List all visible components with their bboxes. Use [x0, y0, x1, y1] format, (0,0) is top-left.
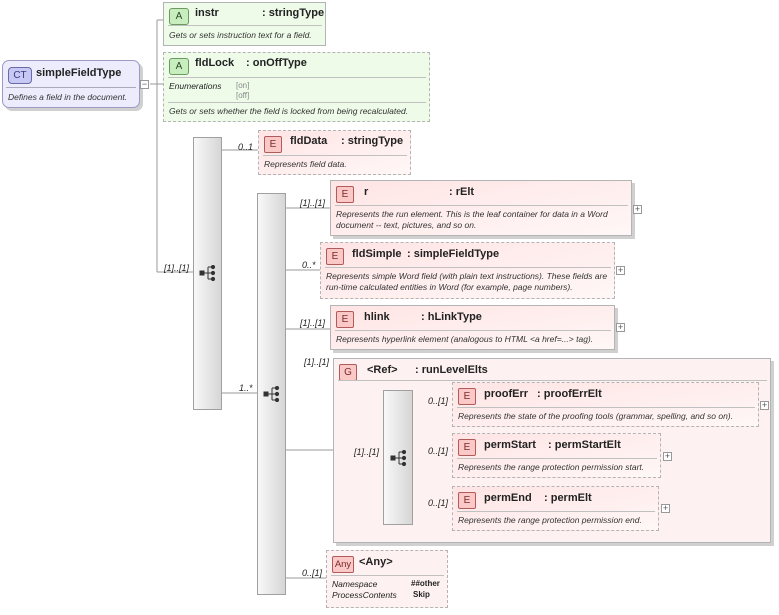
- separator: [335, 205, 628, 206]
- separator: [263, 155, 407, 156]
- any-cardinality: 0..[1]: [302, 568, 323, 578]
- group-cardinality: [1]..[1]: [304, 357, 330, 367]
- outer-sequence-cardinality: [1]..[1]: [164, 263, 190, 273]
- element-name: hlink: [364, 311, 390, 323]
- r-cardinality: [1]..[1]: [300, 198, 326, 208]
- element-type: : permStartElt: [548, 439, 621, 451]
- complex-type-badge: CT: [8, 67, 32, 84]
- element-badge: E: [336, 186, 354, 203]
- element-type: : permElt: [544, 492, 592, 504]
- separator: [457, 511, 655, 512]
- element-permStart[interactable]: E permStart : permStartElt Represents th…: [452, 433, 661, 478]
- element-badge: E: [336, 311, 354, 328]
- group-inner-cardinality: [1]..[1]: [354, 447, 380, 457]
- enumerations-label: Enumerations: [169, 81, 222, 91]
- group-sequence-icon: [390, 450, 407, 466]
- element-name: fldSimple: [352, 248, 402, 260]
- separator: [6, 87, 136, 88]
- element-type: : proofErrElt: [537, 388, 602, 400]
- element-name: proofErr: [484, 388, 528, 400]
- element-doc: Represents the run element. This is the …: [336, 209, 608, 230]
- attribute-type: : stringType: [262, 7, 325, 19]
- element-proofErr[interactable]: E proofErr : proofErrElt Represents the …: [452, 382, 759, 427]
- expand-toggle[interactable]: +: [633, 204, 642, 214]
- group-name: <Ref>: [367, 364, 398, 376]
- group-badge: G: [339, 364, 357, 381]
- element-name: permEnd: [484, 492, 532, 504]
- permEnd-cardinality: 0..[1]: [428, 498, 449, 508]
- element-name: fldData: [290, 135, 328, 147]
- expand-toggle[interactable]: +: [616, 265, 625, 275]
- wildcard-any[interactable]: Any <Any> Namespace ##other ProcessConte…: [326, 550, 448, 608]
- separator: [168, 77, 426, 78]
- enum-value-off: [off]: [236, 91, 250, 100]
- element-r[interactable]: E r : rElt Represents the run element. T…: [330, 180, 632, 236]
- element-fldData[interactable]: E fldData : stringType Represents field …: [258, 130, 411, 175]
- attribute-badge: A: [169, 8, 189, 25]
- element-doc: Represents field data.: [264, 159, 347, 169]
- element-badge: E: [264, 136, 282, 153]
- element-type: : hLinkType: [421, 311, 482, 323]
- element-badge: E: [458, 388, 476, 405]
- process-contents-label: ProcessContents: [332, 590, 397, 600]
- element-doc: Represents the state of the proofing too…: [458, 411, 733, 421]
- sequence-icon: [199, 265, 216, 281]
- expand-toggle[interactable]: +: [663, 451, 672, 461]
- permStart-cardinality: 0..[1]: [428, 446, 449, 456]
- inner-choice-cardinality: 1..*: [239, 383, 253, 393]
- namespace-value: ##other: [411, 579, 440, 588]
- attribute-doc: Gets or sets whether the field is locked…: [169, 106, 409, 116]
- attribute-type: : onOffType: [246, 57, 307, 69]
- element-type: : stringType: [341, 135, 404, 147]
- separator: [168, 102, 426, 103]
- group-type: : runLevelElts: [415, 364, 488, 376]
- element-doc: Represents simple Word field (with plain…: [326, 271, 608, 292]
- root-name: simpleFieldType: [36, 67, 122, 79]
- attribute-doc: Gets or sets instruction text for a fiel…: [169, 30, 312, 40]
- element-badge: E: [326, 248, 344, 265]
- attribute-badge: A: [169, 58, 189, 75]
- root-doc: Defines a field in the document.: [8, 92, 128, 102]
- element-fldSimple[interactable]: E fldSimple : simpleFieldType Represents…: [320, 242, 615, 299]
- expand-toggle[interactable]: +: [616, 322, 625, 332]
- element-hlink[interactable]: E hlink : hLinkType Represents hyperlink…: [330, 305, 615, 350]
- separator: [457, 407, 755, 408]
- expand-toggle[interactable]: +: [661, 503, 670, 513]
- separator: [168, 25, 322, 26]
- attribute-fldLock[interactable]: A fldLock : onOffType Enumerations [on] …: [163, 52, 430, 122]
- element-doc: Represents the range protection permissi…: [458, 515, 642, 525]
- any-badge: Any: [332, 556, 354, 573]
- collapse-toggle[interactable]: −: [140, 79, 149, 89]
- element-badge: E: [458, 439, 476, 456]
- attribute-instr[interactable]: A instr : stringType Gets or sets instru…: [163, 2, 326, 46]
- proofErr-cardinality: 0..[1]: [428, 396, 449, 406]
- element-badge: E: [458, 492, 476, 509]
- root-complex-type[interactable]: CT simpleFieldType Defines a field in th…: [2, 60, 140, 108]
- enum-value-on: [on]: [236, 81, 250, 90]
- any-name: <Any>: [359, 556, 393, 568]
- element-type: : rElt: [449, 186, 475, 198]
- element-permEnd[interactable]: E permEnd : permElt Represents the range…: [452, 486, 659, 531]
- fldData-cardinality: 0..1: [238, 142, 254, 152]
- separator: [325, 267, 611, 268]
- hlink-cardinality: [1]..[1]: [300, 318, 326, 328]
- process-contents-value: Skip: [413, 590, 430, 599]
- separator: [335, 330, 611, 331]
- fldSimple-cardinality: 0..*: [302, 260, 316, 270]
- attribute-name: fldLock: [195, 57, 235, 69]
- element-name: r: [364, 186, 369, 198]
- attribute-name: instr: [195, 7, 219, 19]
- element-type: : simpleFieldType: [407, 248, 500, 260]
- element-doc: Represents hyperlink element (analogous …: [336, 334, 594, 344]
- expand-toggle[interactable]: +: [760, 400, 769, 410]
- separator: [457, 458, 657, 459]
- separator: [338, 380, 767, 381]
- namespace-label: Namespace: [332, 579, 378, 589]
- element-doc: Represents the range protection permissi…: [458, 462, 645, 472]
- choice-icon: [263, 386, 280, 402]
- separator: [331, 575, 444, 576]
- element-name: permStart: [484, 439, 536, 451]
